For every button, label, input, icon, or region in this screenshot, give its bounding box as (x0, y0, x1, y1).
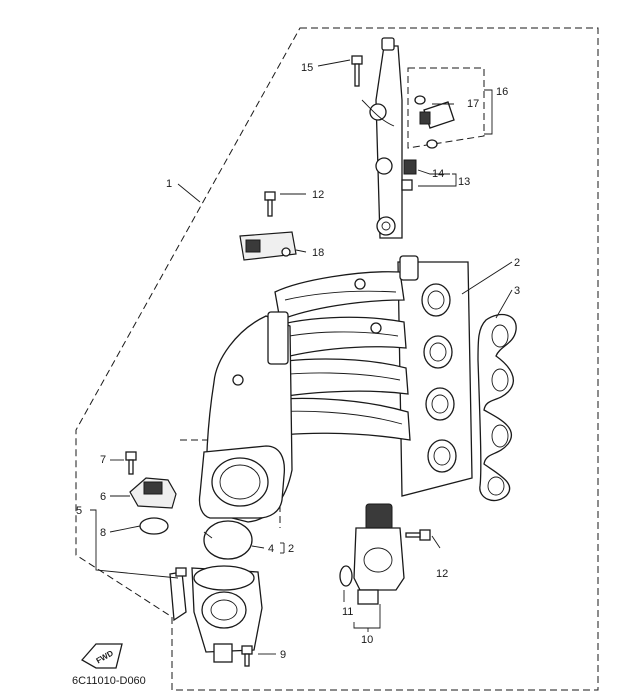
callout-18: 18 (312, 247, 324, 259)
callout-12-bottom: 12 (436, 568, 448, 580)
manifold-gasket (477, 313, 517, 502)
callout-6: 6 (100, 491, 106, 503)
fuel-injector (414, 95, 455, 149)
flange-ports (421, 283, 457, 473)
callout-1: 1 (166, 178, 172, 190)
callout-10: 10 (361, 634, 373, 646)
leader-lines (90, 59, 513, 655)
callout-8: 8 (100, 527, 106, 539)
idle-control-valve (353, 503, 405, 605)
bolt-12-bottom (405, 529, 431, 541)
callout-17: 17 (467, 98, 479, 110)
bolt-7 (125, 451, 137, 475)
drawing-code: 6C11010-D060 (72, 675, 146, 687)
callout-15: 15 (301, 62, 313, 74)
gasket-4 (203, 520, 253, 560)
injector-group-boundary (407, 67, 485, 149)
callout-12-top: 12 (312, 189, 324, 201)
bolt-9 (241, 645, 253, 667)
callout-14: 14 (432, 168, 444, 180)
throttle-body (169, 565, 263, 663)
callout-9: 9 (280, 649, 286, 661)
callout-labels: 1 2 3 4 2 5 6 7 8 9 10 11 12 12 13 14 15… (76, 62, 520, 661)
callout-11: 11 (342, 606, 353, 618)
bolt-12-top (264, 191, 276, 217)
o-ring-8 (139, 517, 169, 535)
callout-7: 7 (100, 454, 106, 466)
assembly-boundary (75, 27, 599, 691)
callout-16: 16 (496, 86, 508, 98)
callout-13: 13 (458, 176, 470, 188)
callout-4: 4 (268, 543, 274, 555)
o-ring-11 (339, 565, 353, 587)
fuel-rail (361, 37, 403, 239)
bolt-15 (351, 55, 363, 87)
sensor-18 (239, 231, 297, 261)
throttle-sensor-6 (129, 477, 177, 509)
callout-4-group: 2 (288, 543, 294, 555)
fwd-arrow: FWD (80, 643, 123, 669)
intake-manifold (198, 255, 473, 523)
callout-3: 3 (514, 285, 520, 297)
callout-2: 2 (514, 257, 520, 269)
callout-5: 5 (76, 505, 82, 517)
connector-14 (401, 159, 417, 191)
